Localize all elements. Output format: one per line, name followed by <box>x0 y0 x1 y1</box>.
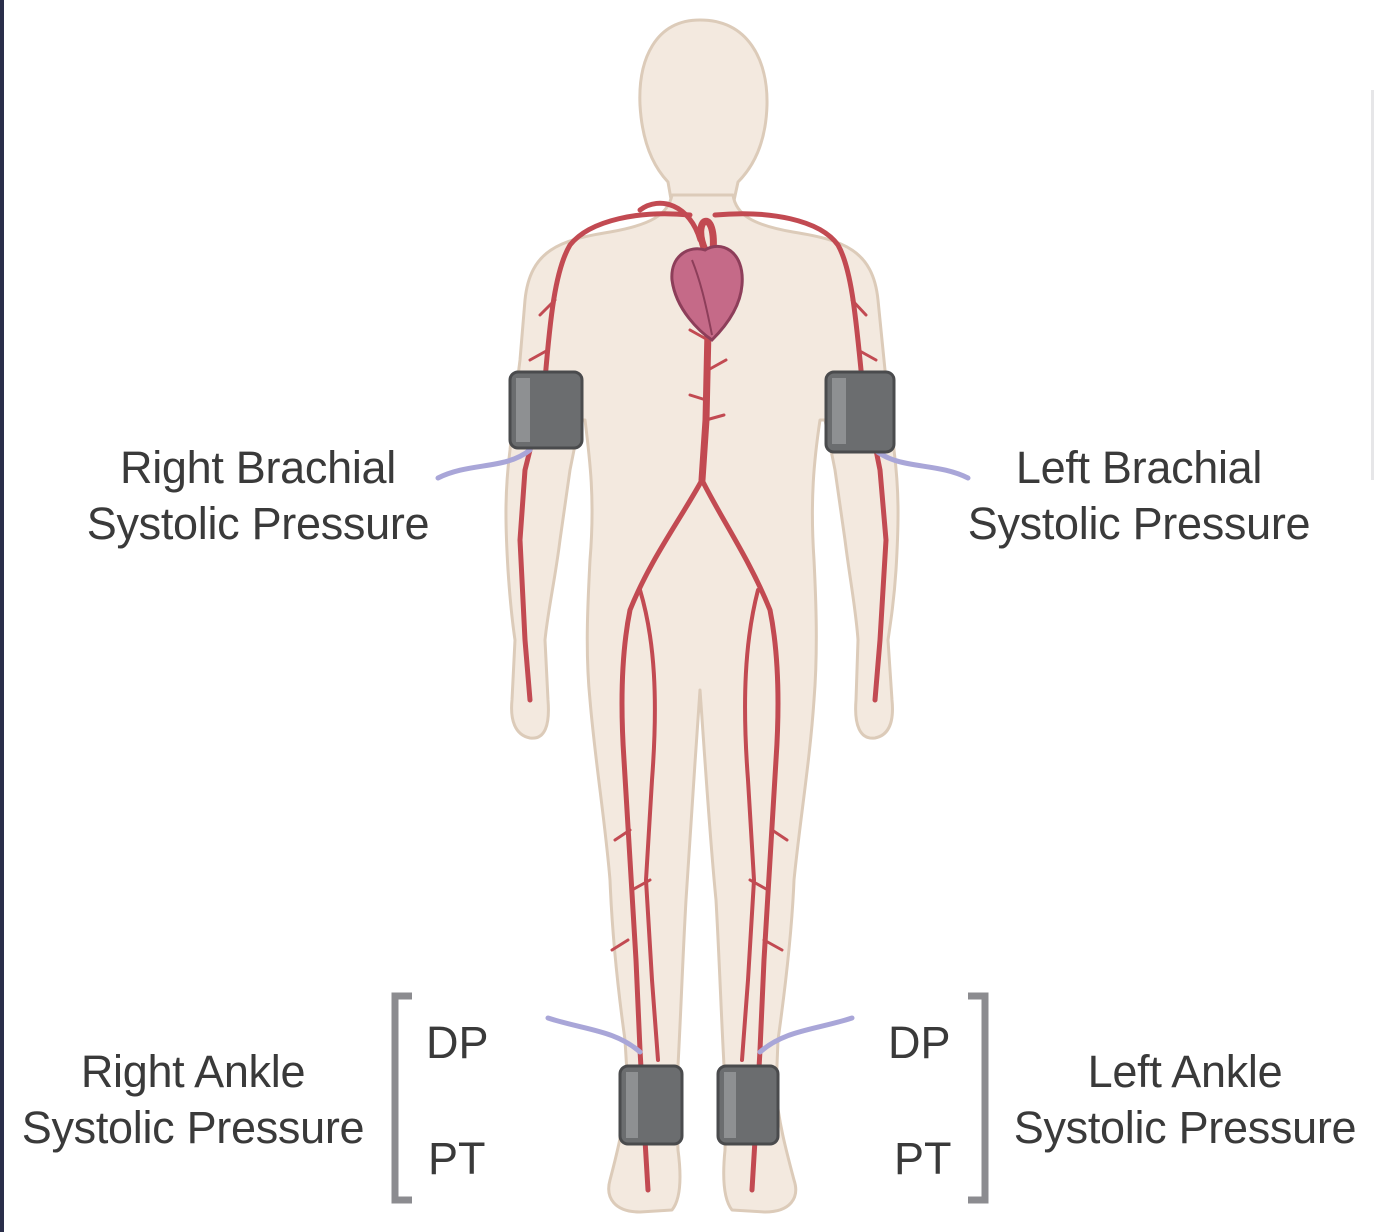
right-brachial-line2: Systolic Pressure <box>76 496 440 552</box>
left-ankle-label: Left Ankle Systolic Pressure <box>1002 1044 1368 1156</box>
right-ankle-label: Right Ankle Systolic Pressure <box>10 1044 376 1156</box>
left-ankle-bracket <box>968 996 985 1200</box>
right-brachial-line1: Right Brachial <box>76 440 440 496</box>
right-brachial-label: Right Brachial Systolic Pressure <box>76 440 440 552</box>
right-ankle-line2: Systolic Pressure <box>10 1100 376 1156</box>
left-ankle-line2: Systolic Pressure <box>1002 1100 1368 1156</box>
left-brachial-label: Left Brachial Systolic Pressure <box>956 440 1322 552</box>
left-dp-label: DP <box>888 1018 951 1068</box>
right-dp-label: DP <box>426 1018 489 1068</box>
right-pt-label: PT <box>428 1134 486 1184</box>
left-brachial-line2: Systolic Pressure <box>956 496 1322 552</box>
ankle-cuffs <box>620 1066 778 1144</box>
head <box>640 20 767 205</box>
right-ankle-bracket <box>395 996 412 1200</box>
right-ankle-line1: Right Ankle <box>10 1044 376 1100</box>
left-brachial-line1: Left Brachial <box>956 440 1322 496</box>
body-silhouette <box>506 20 898 1212</box>
torso <box>506 195 898 1212</box>
left-ankle-line1: Left Ankle <box>1002 1044 1368 1100</box>
left-pt-label: PT <box>894 1134 952 1184</box>
